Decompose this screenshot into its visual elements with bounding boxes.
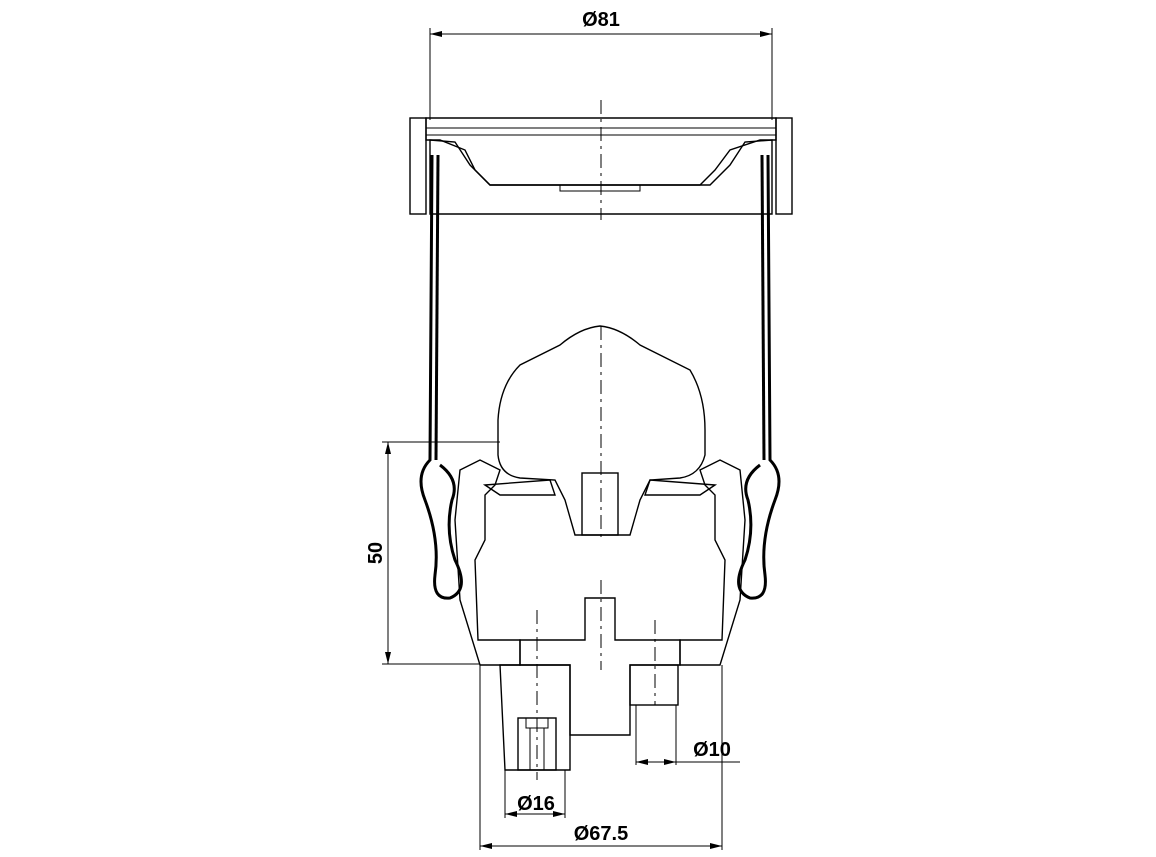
svg-text:50: 50 <box>365 542 387 564</box>
svg-text:Ø67.5: Ø67.5 <box>574 823 628 845</box>
dimension-top-diameter: Ø81 <box>429 9 773 120</box>
top-plate-section <box>429 139 773 215</box>
dimension-bottom-diameter: Ø67.5 <box>479 665 723 850</box>
top-right-clamp <box>775 117 793 215</box>
svg-text:Ø16: Ø16 <box>517 793 555 815</box>
dimension-height: 50 <box>365 441 500 665</box>
svg-text:Ø81: Ø81 <box>582 9 620 31</box>
dimension-port-small: Ø10 <box>635 705 740 765</box>
dimension-port-left: Ø16 <box>504 770 566 818</box>
top-plate <box>409 100 793 220</box>
top-left-clamp <box>409 117 427 215</box>
center-insert <box>581 472 619 536</box>
rubber-bumper <box>497 325 706 540</box>
bellows <box>419 154 781 600</box>
svg-text:Ø10: Ø10 <box>693 739 731 761</box>
lower-piston <box>454 459 746 780</box>
